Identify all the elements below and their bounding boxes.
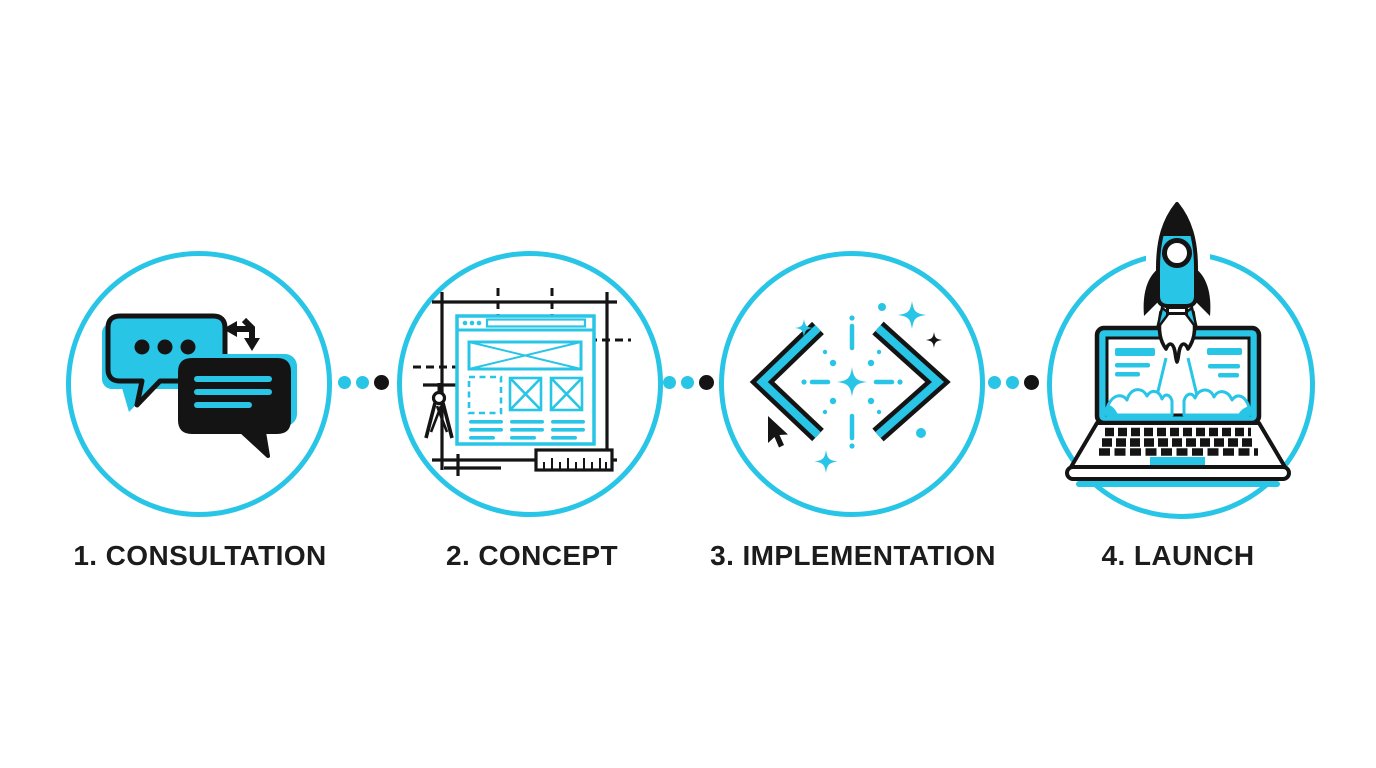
chat-typing-dots (134, 339, 196, 355)
connector-2 (663, 374, 714, 390)
connector-dot (1024, 374, 1039, 390)
base-shadow (1076, 481, 1280, 487)
keyboard-keys (1099, 427, 1258, 456)
rocket-fin-right (1195, 268, 1211, 316)
connector-dot (1006, 375, 1019, 389)
rocket (1143, 202, 1211, 364)
connector-1 (338, 374, 389, 390)
dashed-placeholder (467, 375, 503, 415)
laptop-screen (1094, 325, 1262, 426)
drafting-compass-icon (424, 383, 454, 439)
speech-bubbles-icon (102, 313, 297, 458)
sparkle-bottom (814, 450, 838, 473)
image-placeholder-1 (508, 376, 543, 412)
connector-dot (374, 374, 389, 390)
cursor-icon (768, 416, 788, 448)
code-brackets-icon (749, 301, 951, 473)
swap-arrows-icon (223, 317, 260, 351)
connector-dot (699, 374, 714, 390)
ruler-icon (534, 448, 614, 472)
image-placeholder-2 (549, 376, 584, 412)
screen-content-left (1115, 348, 1155, 377)
step-circle-concept (397, 251, 663, 517)
step-label-consultation: 1. CONSULTATION (73, 540, 327, 571)
browser-wireframe (455, 314, 596, 446)
screen-content-right (1207, 348, 1242, 378)
connector-dot (681, 375, 694, 389)
angle-bracket-left (749, 321, 824, 442)
rocket-nose-cone (1161, 204, 1193, 236)
step-circle-consultation (66, 251, 332, 517)
step-label-concept: 2. CONCEPT (445, 540, 619, 571)
base-bar (1065, 465, 1291, 481)
connector-dot (338, 375, 351, 389)
rocket-nozzle (1166, 306, 1188, 315)
angle-bracket-right (872, 321, 951, 442)
rocket-flame (1157, 310, 1197, 364)
step-circle-implementation (719, 251, 985, 517)
sparkle-top-left (795, 319, 813, 337)
sparkle-black (926, 332, 942, 348)
rocket-window (1162, 238, 1192, 268)
wireframe-blueprint-icon (413, 288, 631, 476)
step-label-launch: 4. LAUNCH (1101, 540, 1255, 571)
chat-bubble-left (105, 313, 228, 408)
rocket-fin-left (1143, 268, 1159, 316)
wireframe-text-lines (469, 420, 585, 440)
connector-3 (988, 374, 1039, 390)
accent-dot-top (878, 303, 886, 311)
sparkle-burst (801, 315, 903, 449)
accent-dot-bottom (916, 428, 926, 438)
step-label-implementation: 3. IMPLEMENTATION (710, 540, 996, 571)
hero-image-placeholder (467, 340, 583, 371)
smoke-clouds (1105, 388, 1251, 417)
connector-dot (356, 375, 369, 389)
connector-dot (663, 375, 676, 389)
laptop-base (1065, 421, 1291, 487)
chat-text-lines (194, 376, 272, 408)
connector-dot (988, 375, 1001, 389)
trackpad (1150, 457, 1205, 467)
rocket-laptop-icon (1065, 196, 1291, 487)
sparkle-top-right (898, 301, 926, 329)
